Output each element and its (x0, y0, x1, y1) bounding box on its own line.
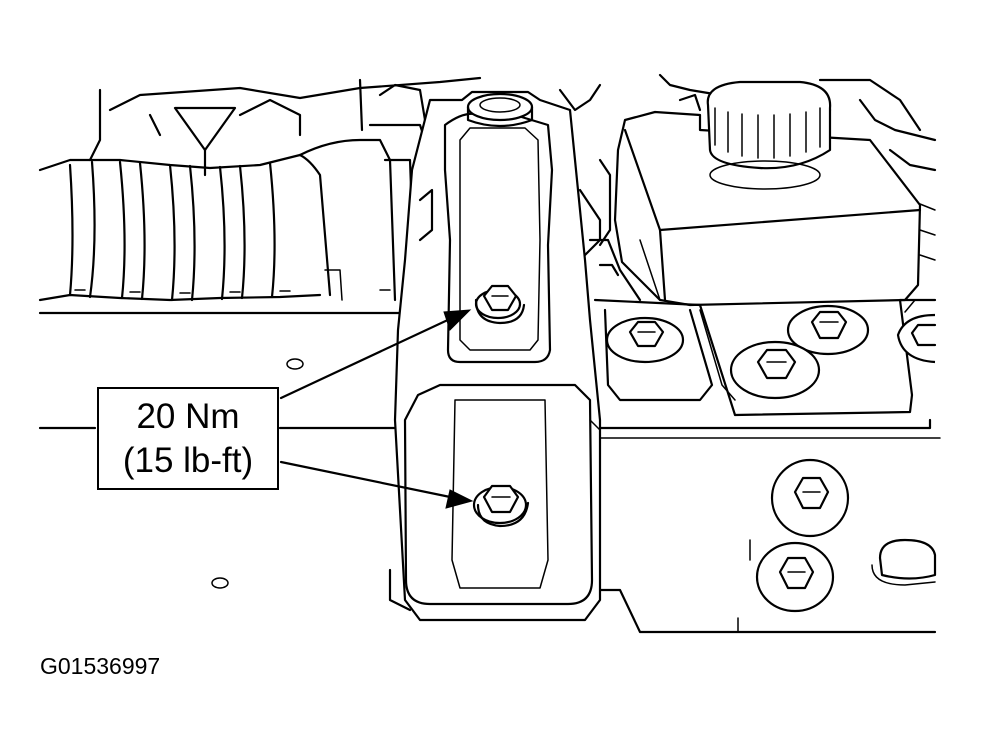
engine-block-outline (38, 311, 941, 634)
bracket-bolt-upper (474, 284, 526, 325)
flange-bolt-4 (896, 313, 937, 364)
background-components (88, 73, 937, 211)
torque-lbft-label: (15 lb-ft) (122, 441, 254, 480)
mounting-bracket (393, 90, 602, 622)
figure-id-label: G01536997 (40, 653, 161, 679)
plug-cap (871, 538, 937, 586)
air-intake-hose (38, 123, 427, 302)
torque-nm-label: 20 Nm (136, 397, 240, 436)
flange-bolt-2 (786, 304, 870, 356)
torque-callout: 20 Nm (15 lb-ft) (97, 387, 279, 490)
flange-bolt-1 (605, 316, 685, 364)
coolant-reservoir (588, 80, 936, 307)
flange-bolt-3 (729, 340, 821, 400)
cover-bolt-1 (770, 458, 850, 538)
callout-leader-lower (279, 460, 474, 509)
cover-bolt-2 (755, 541, 835, 613)
callout-leader-upper (279, 309, 472, 400)
bracket-bolt-lower (472, 484, 530, 528)
valve-cover (593, 298, 937, 417)
